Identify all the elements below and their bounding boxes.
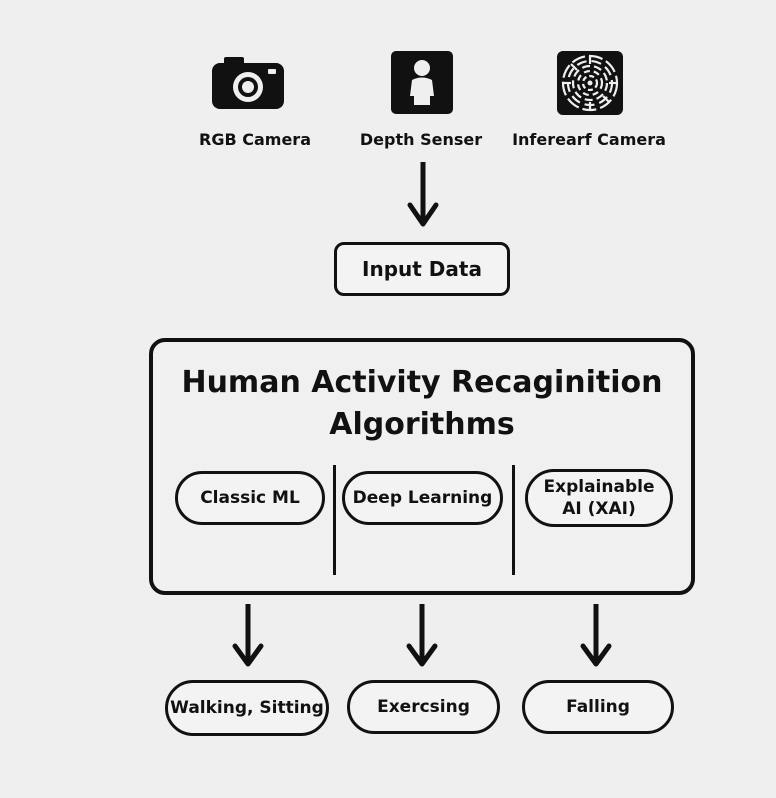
algorithms-title-line1: Human Activity Recaginition (181, 365, 663, 400)
method-xai: Explainable AI (XAI) (525, 469, 673, 527)
sensor-label-rgb: RGB Camera (199, 130, 311, 149)
divider-1 (333, 465, 336, 575)
method-label: Classic ML (200, 488, 300, 508)
camera-icon (212, 57, 284, 109)
input-data-box: Input Data (334, 242, 510, 296)
maze-icon (557, 51, 623, 115)
arrow-to-output-3 (580, 604, 612, 667)
sensor-label-infrared: Inferearf Camera (512, 130, 666, 149)
arrow-to-output-2 (406, 604, 438, 667)
output-exercising: Exercsing (347, 680, 500, 734)
output-label: Falling (566, 697, 630, 717)
output-falling: Falling (522, 680, 674, 734)
sensor-label-depth: Depth Senser (359, 130, 483, 149)
input-data-label: Input Data (362, 257, 482, 281)
output-label: Walking, Sitting (170, 698, 324, 718)
algorithms-box: Human Activity Recaginition Algorithms C… (149, 338, 695, 595)
method-label-line1: Explainable (543, 477, 655, 497)
method-label-line2: AI (XAI) (562, 499, 636, 519)
arrow-sensors-to-input (407, 162, 439, 227)
arrow-to-output-1 (232, 604, 264, 667)
algorithms-title-line2: Algorithms (329, 407, 515, 442)
person-icon (391, 51, 453, 114)
method-classic-ml: Classic ML (175, 471, 325, 525)
output-label: Exercsing (377, 697, 470, 717)
output-walking-sitting: Walking, Sitting (165, 680, 329, 736)
divider-2 (512, 465, 515, 575)
method-deep-learning: Deep Learning (342, 471, 503, 525)
method-label: Deep Learning (352, 488, 493, 508)
